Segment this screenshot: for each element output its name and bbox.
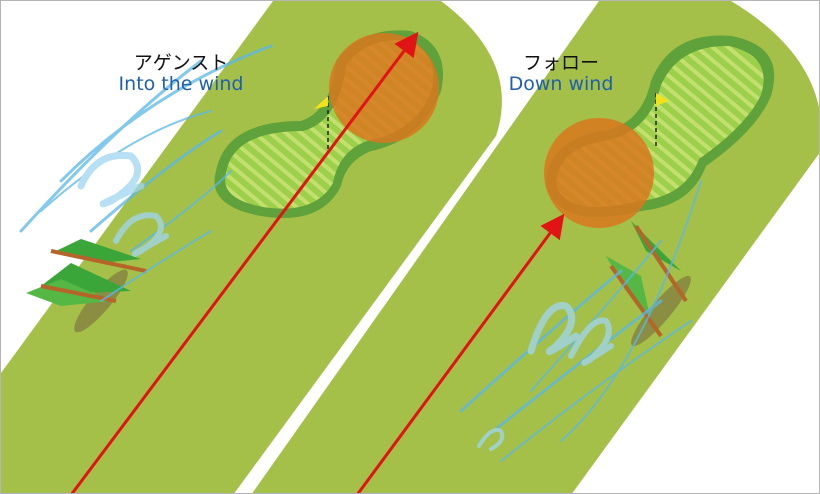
wind-right-icon [459,180,702,462]
wind-left-icon [19,44,273,302]
shot-arrow-left [70,31,419,493]
panel-right-title: フォロー Down wind [496,53,626,95]
title-jp-right: フォロー [522,52,599,74]
title-en-right: Down wind [508,72,614,95]
flag-right-icon [655,93,669,146]
panel-left-title: アゲンスト Into the wind [111,53,251,95]
title-jp-left: アゲンスト [133,52,229,74]
flag-left-icon [314,96,329,149]
landing-zone-right [544,118,654,228]
shot-arrow-right [356,213,565,493]
title-en-left: Into the wind [118,72,244,95]
